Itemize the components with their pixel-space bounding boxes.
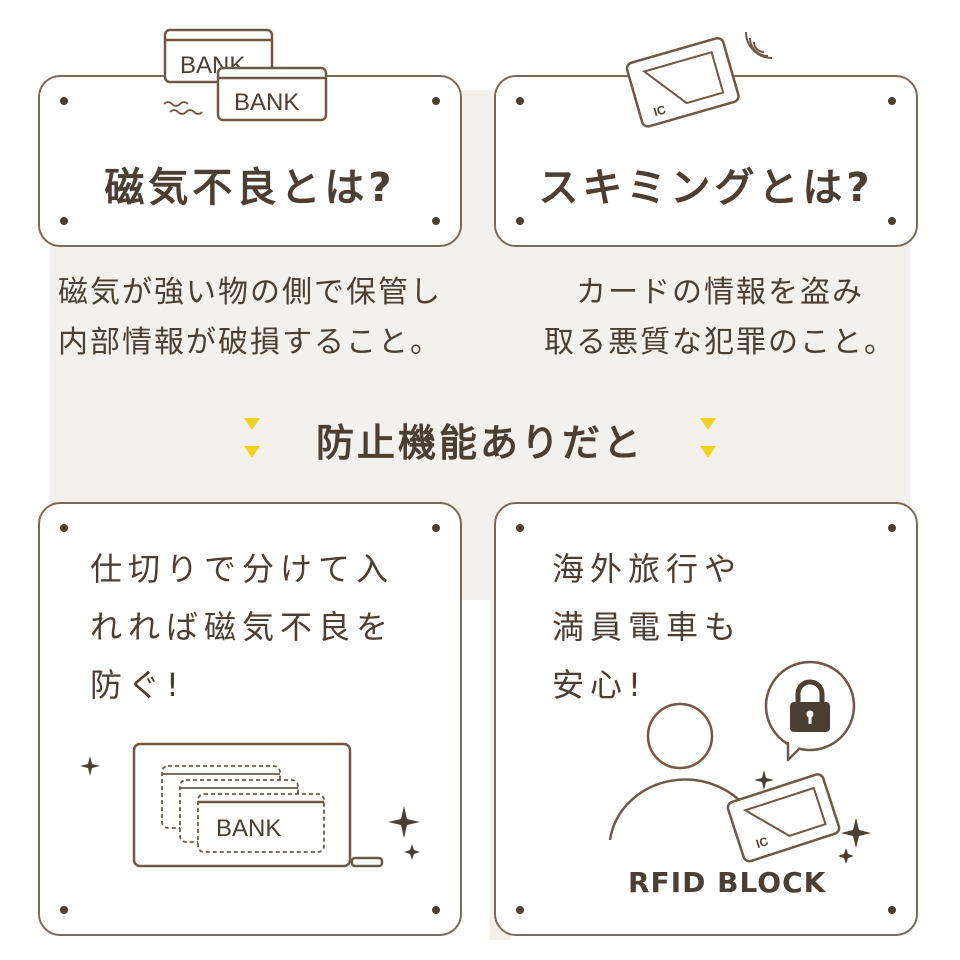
corner-dot xyxy=(432,217,440,225)
separation-line-1: 仕切りで分けて入 xyxy=(90,550,395,588)
ic-card-label: IC xyxy=(652,102,668,119)
bank-card-label: BANK xyxy=(234,89,299,116)
wallet-with-cards-illustration: BANK xyxy=(80,742,420,868)
corner-dot xyxy=(516,906,524,914)
bank-card-label: BANK xyxy=(216,815,281,842)
corner-dot xyxy=(516,97,524,105)
corner-dot xyxy=(888,217,896,225)
sparkle-icon xyxy=(838,848,854,864)
skimming-panel: スキミングとは? xyxy=(494,75,918,247)
lock-bubble xyxy=(764,660,856,762)
sparkle-icon xyxy=(841,818,871,848)
corner-dot xyxy=(60,217,68,225)
ic-card-illustration: IC xyxy=(625,31,773,128)
magnetic-failure-title: 磁気不良とは? xyxy=(104,165,396,211)
sparkle-icon xyxy=(80,756,100,776)
corner-dot xyxy=(60,97,68,105)
skimming-desc-1: カードの情報を盗み xyxy=(576,275,864,310)
corner-dot xyxy=(888,906,896,914)
corner-dot xyxy=(60,906,68,914)
ic-card-label: IC xyxy=(754,834,770,851)
lock-icon xyxy=(795,679,825,702)
separation-line-2: れれば磁気不良を xyxy=(90,608,395,646)
corner-dot xyxy=(516,524,524,532)
person-body xyxy=(608,778,754,841)
skimming-desc-2: 取る悪質な犯罪のこと。 xyxy=(544,325,896,360)
corner-dot xyxy=(432,524,440,532)
corner-dot xyxy=(432,906,440,914)
rfid-line-3: 安心! xyxy=(552,666,647,704)
rfid-block-badge: RFID BLOCK xyxy=(628,866,827,899)
magnetic-failure-desc-1: 磁気が強い物の側で保管し xyxy=(58,275,442,310)
bank-cards-illustration: BANK BANK xyxy=(163,28,328,122)
corner-dot xyxy=(888,97,896,105)
sparkle-icon xyxy=(404,844,420,860)
corner-dot xyxy=(516,217,524,225)
separation-line-3: 防ぐ! xyxy=(90,666,185,704)
down-arrow-icon xyxy=(244,418,260,430)
rfid-line-2: 満員電車も xyxy=(552,608,743,646)
person-head xyxy=(646,702,714,770)
corner-dot xyxy=(888,524,896,532)
rfid-line-1: 海外旅行や xyxy=(552,550,743,588)
corner-dot xyxy=(432,97,440,105)
down-arrow-icon xyxy=(700,418,716,430)
person-with-card-illustration: IC xyxy=(608,660,871,864)
skimming-title: スキミングとは? xyxy=(538,165,874,211)
corner-dot xyxy=(60,524,68,532)
down-arrow-icon xyxy=(244,446,260,458)
magnetic-failure-desc-2: 内部情報が破損すること。 xyxy=(58,325,442,360)
down-arrow-icon xyxy=(700,446,716,458)
sparkle-icon xyxy=(388,806,420,838)
prevention-heading: 防止機能ありだと xyxy=(315,421,644,465)
sparkle-icon xyxy=(754,770,774,790)
